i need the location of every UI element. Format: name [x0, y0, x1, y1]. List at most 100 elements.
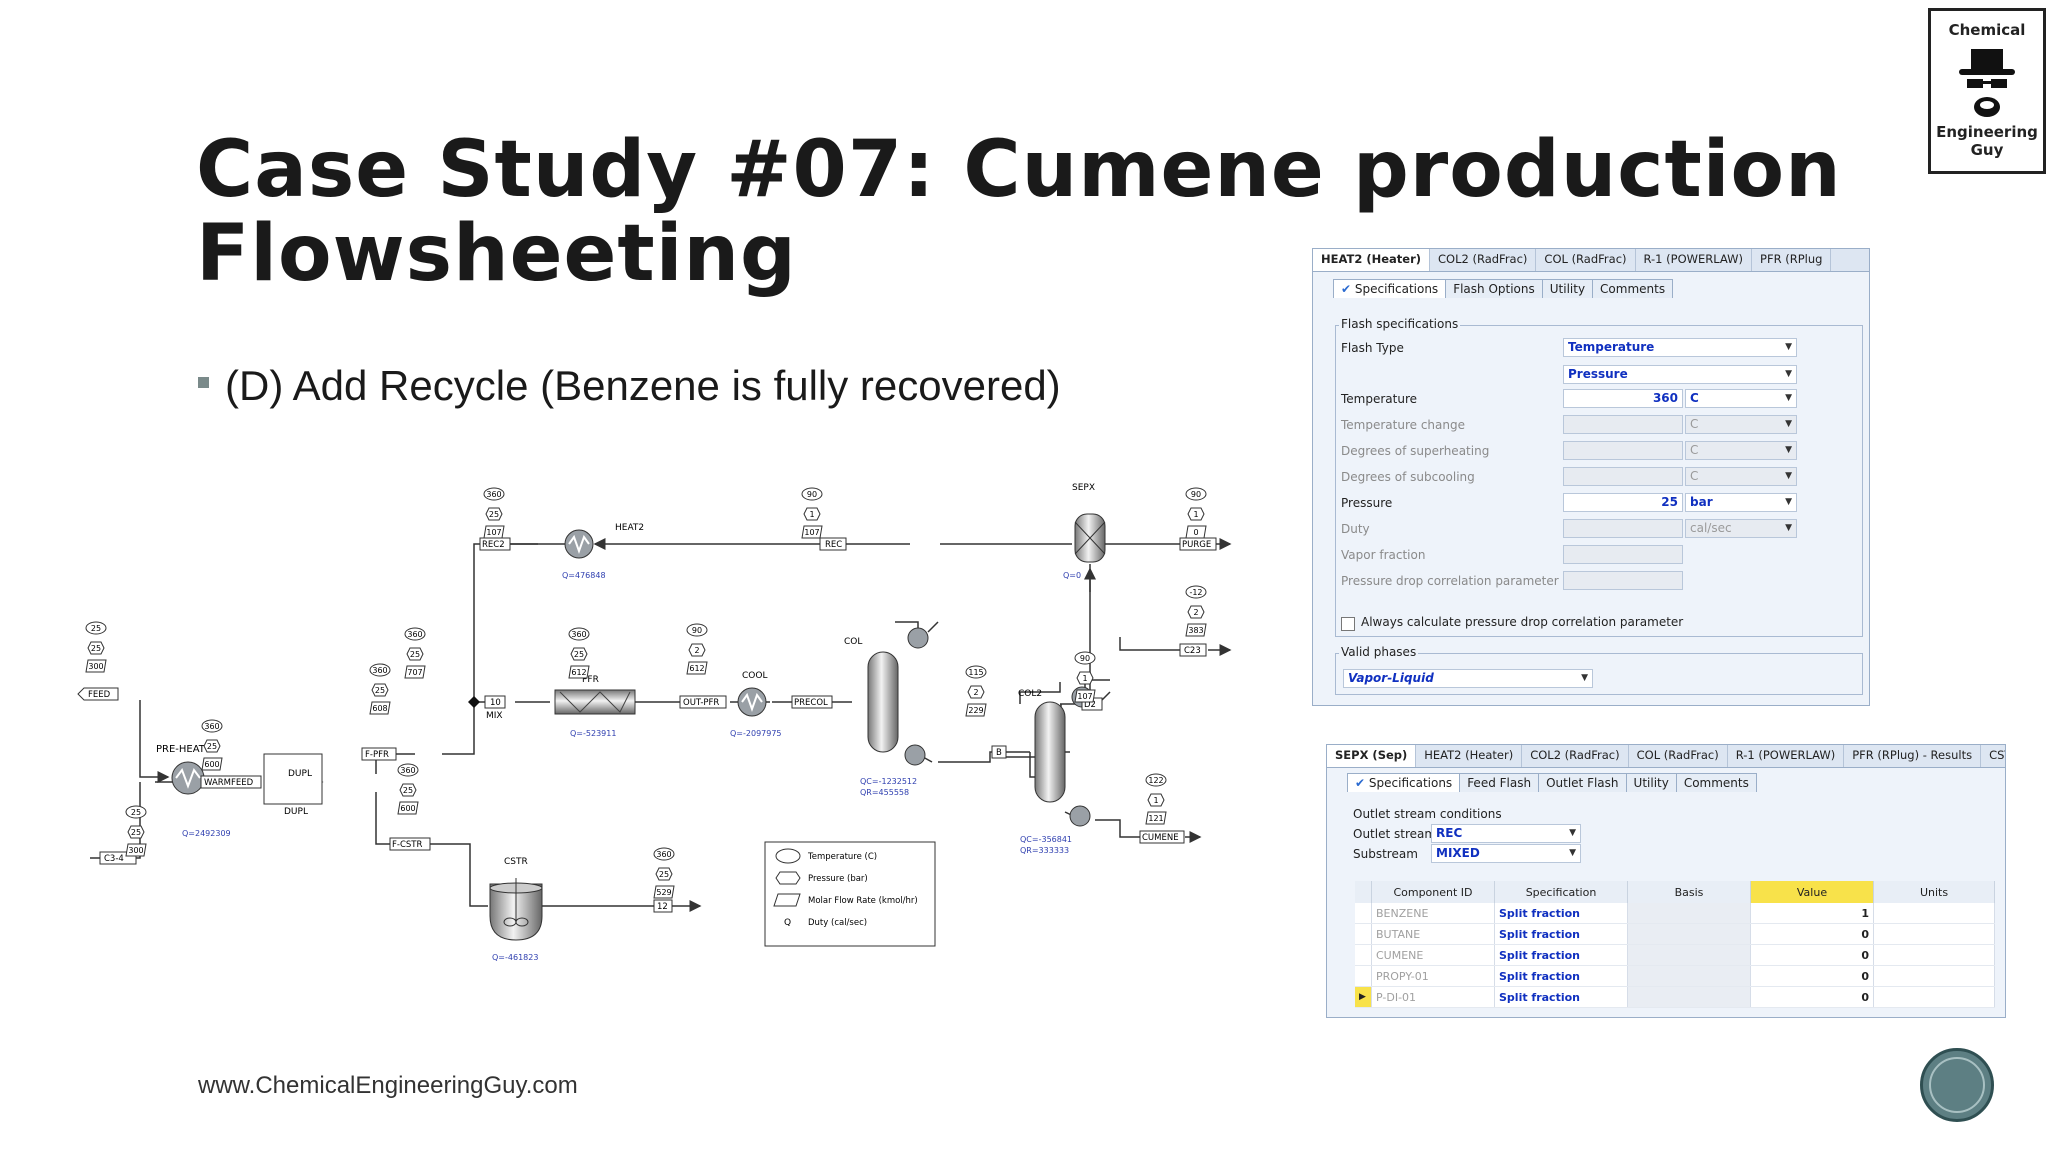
pressure-drop-checkbox[interactable]: [1341, 617, 1355, 631]
valid-phases-select[interactable]: Vapor-Liquid▼: [1343, 669, 1593, 688]
subtab-feed-flash[interactable]: Feed Flash: [1459, 773, 1540, 792]
stream-tag-value: -12: [1189, 588, 1202, 597]
hat-glasses-icon: [1959, 49, 2015, 117]
footer-url: www.ChemicalEngineeringGuy.com: [198, 1072, 578, 1099]
substream-select[interactable]: MIXED▼: [1431, 844, 1581, 863]
cell-units: [1873, 965, 1995, 987]
svg-text:D2: D2: [1084, 700, 1096, 710]
heater-row-unit-select[interactable]: C▼: [1685, 389, 1797, 408]
tab-col2[interactable]: COL2 (RadFrac): [1430, 249, 1537, 271]
stream-tag-value: 90: [692, 626, 702, 635]
valid-phases-group: [1335, 653, 1863, 695]
col-specification: Specification: [1494, 881, 1628, 903]
stream-tag-value: 608: [372, 704, 387, 713]
heater-row-value-input[interactable]: [1563, 545, 1683, 564]
stream-tag-value: 25: [91, 624, 101, 633]
heater-row-unit-select[interactable]: bar▼: [1685, 493, 1797, 512]
col-units: Units: [1873, 881, 1995, 903]
subtab-flash-options[interactable]: Flash Options: [1445, 279, 1543, 298]
stream-rec2: REC2: [479, 537, 511, 551]
tab-col[interactable]: COL (RadFrac): [1629, 745, 1728, 767]
cell-val[interactable]: 0: [1750, 986, 1874, 1008]
stream-tag-value: 229: [968, 706, 983, 715]
process-flowsheet: PRE-HEAT DUPL DUPL MIX PFR COOL COL COL2…: [77, 483, 1232, 962]
block-cool-label: COOL: [742, 671, 767, 681]
heater-row-unit-select[interactable]: C▼: [1685, 415, 1797, 434]
cell-val[interactable]: 0: [1750, 944, 1874, 966]
cell-val[interactable]: 0: [1750, 965, 1874, 987]
stream-cumene: CUMENE: [1139, 830, 1185, 844]
tab-r1[interactable]: R-1 (POWERLAW): [1728, 745, 1845, 767]
tab-pfr-results[interactable]: PFR (RPlug) - Results: [1844, 745, 1982, 767]
stream-feed: FEED: [77, 687, 119, 701]
stream-tag-value: 107: [804, 528, 819, 537]
title-line-1: Case Study #07: Cumene production: [196, 125, 1842, 215]
subtab-comments[interactable]: Comments: [1592, 279, 1674, 298]
heater-row-label: Temperature change: [1341, 418, 1465, 432]
block-pfr-label: PFR: [582, 675, 599, 685]
cell-marker: [1355, 965, 1372, 987]
stream-tag-value: 1: [809, 510, 814, 519]
heater-row-unit-select[interactable]: C▼: [1685, 441, 1797, 460]
flash-type-select-2[interactable]: Pressure▼: [1563, 365, 1797, 384]
split-fraction-table: Component ID Specification Basis Value U…: [1355, 881, 1995, 1008]
subtab-utility[interactable]: Utility: [1625, 773, 1677, 792]
subtab-outlet-flash[interactable]: Outlet Flash: [1538, 773, 1627, 792]
dropdown-arrow-icon: ▼: [1785, 393, 1792, 403]
flash-type-label: Flash Type: [1341, 341, 1404, 355]
bullet-text: (D) Add Recycle (Benzene is fully recove…: [225, 362, 1061, 409]
subtab-utility[interactable]: Utility: [1541, 279, 1594, 298]
flash-type-select-1[interactable]: Temperature▼: [1563, 338, 1797, 357]
column-col: COL: [844, 627, 929, 766]
subtab-specifications[interactable]: ✔ Specifications: [1333, 279, 1447, 298]
svg-text:CUMENE: CUMENE: [1142, 833, 1179, 843]
cell-val[interactable]: 1: [1750, 903, 1874, 924]
heater-row-value-input[interactable]: [1563, 519, 1683, 538]
heater-row-value-input[interactable]: [1563, 467, 1683, 486]
duty-cstr: Q=-461823: [492, 953, 538, 962]
heater-row-value-input[interactable]: [1563, 571, 1683, 590]
block-dupl2-label: DUPL: [284, 807, 308, 817]
cell-spec: Split fraction: [1494, 986, 1628, 1008]
col-value: Value: [1750, 881, 1874, 903]
tab-r1[interactable]: R-1 (POWERLAW): [1636, 249, 1753, 271]
cell-basis: [1627, 986, 1751, 1008]
heater-heat2: HEAT2: [564, 523, 644, 559]
outlet-stream-select[interactable]: REC▼: [1431, 824, 1581, 843]
outlet-stream-label: Outlet stream: [1353, 827, 1437, 841]
cell-comp: BENZENE: [1371, 903, 1495, 924]
stream-tag-value: 360: [571, 630, 586, 639]
pressure-drop-checkbox-label: Always calculate pressure drop correlati…: [1361, 615, 1684, 629]
cell-comp: BUTANE: [1371, 923, 1495, 945]
tab-col[interactable]: COL (RadFrac): [1536, 249, 1636, 271]
heater-row-value-input[interactable]: 25: [1563, 493, 1683, 512]
tab-cstr[interactable]: CSTI: [1981, 745, 2005, 767]
bullet-item: (D) Add Recycle (Benzene is fully recove…: [198, 362, 1061, 410]
stream-tag-value: 25: [403, 786, 413, 795]
heater-row-value-input[interactable]: [1563, 441, 1683, 460]
subtab-specifications[interactable]: ✔ Specifications: [1347, 773, 1461, 792]
tab-pfr[interactable]: PFR (RPlug: [1752, 249, 1832, 271]
stream-tag-value: 25: [131, 828, 141, 837]
subtab-comments[interactable]: Comments: [1675, 773, 1757, 792]
block-cstr-label: CSTR: [504, 857, 528, 867]
heater-row-unit-select[interactable]: cal/sec▼: [1685, 519, 1797, 538]
heater-row-unit-select[interactable]: C▼: [1685, 467, 1797, 486]
tab-sepx[interactable]: SEPX (Sep): [1327, 745, 1417, 767]
cell-units: [1873, 944, 1995, 966]
block-sepx-label: SEPX: [1072, 483, 1095, 493]
legend-molar: Molar Flow Rate (kmol/hr): [808, 896, 918, 906]
heater-row-value-input[interactable]: [1563, 415, 1683, 434]
cell-val[interactable]: 0: [1750, 923, 1874, 945]
tab-heat2[interactable]: HEAT2 (Heater): [1313, 249, 1431, 271]
tab-col2[interactable]: COL2 (RadFrac): [1522, 745, 1629, 767]
heater-row-value-input[interactable]: 360: [1563, 389, 1683, 408]
tab-heat2[interactable]: HEAT2 (Heater): [1416, 745, 1523, 767]
